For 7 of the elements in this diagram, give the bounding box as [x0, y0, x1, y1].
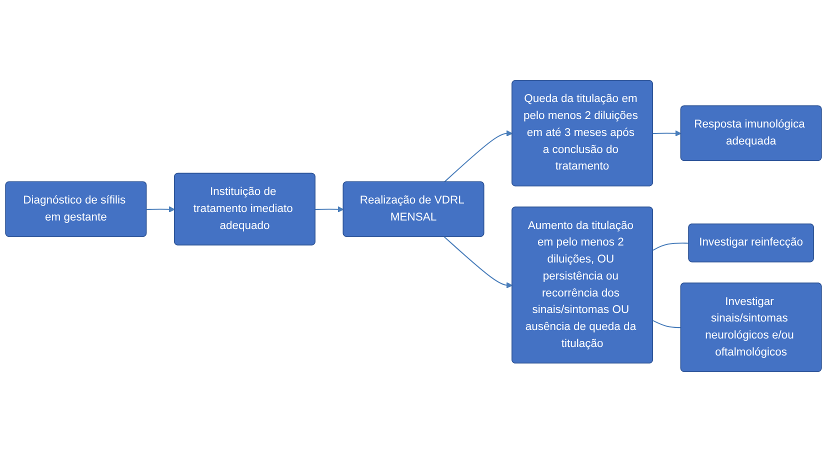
connector [652, 242, 689, 251]
connector [652, 320, 682, 328]
arrow [146, 206, 176, 212]
arrow [444, 236, 513, 288]
arrow [315, 206, 344, 212]
arrow [444, 130, 513, 182]
arrow [652, 130, 682, 136]
